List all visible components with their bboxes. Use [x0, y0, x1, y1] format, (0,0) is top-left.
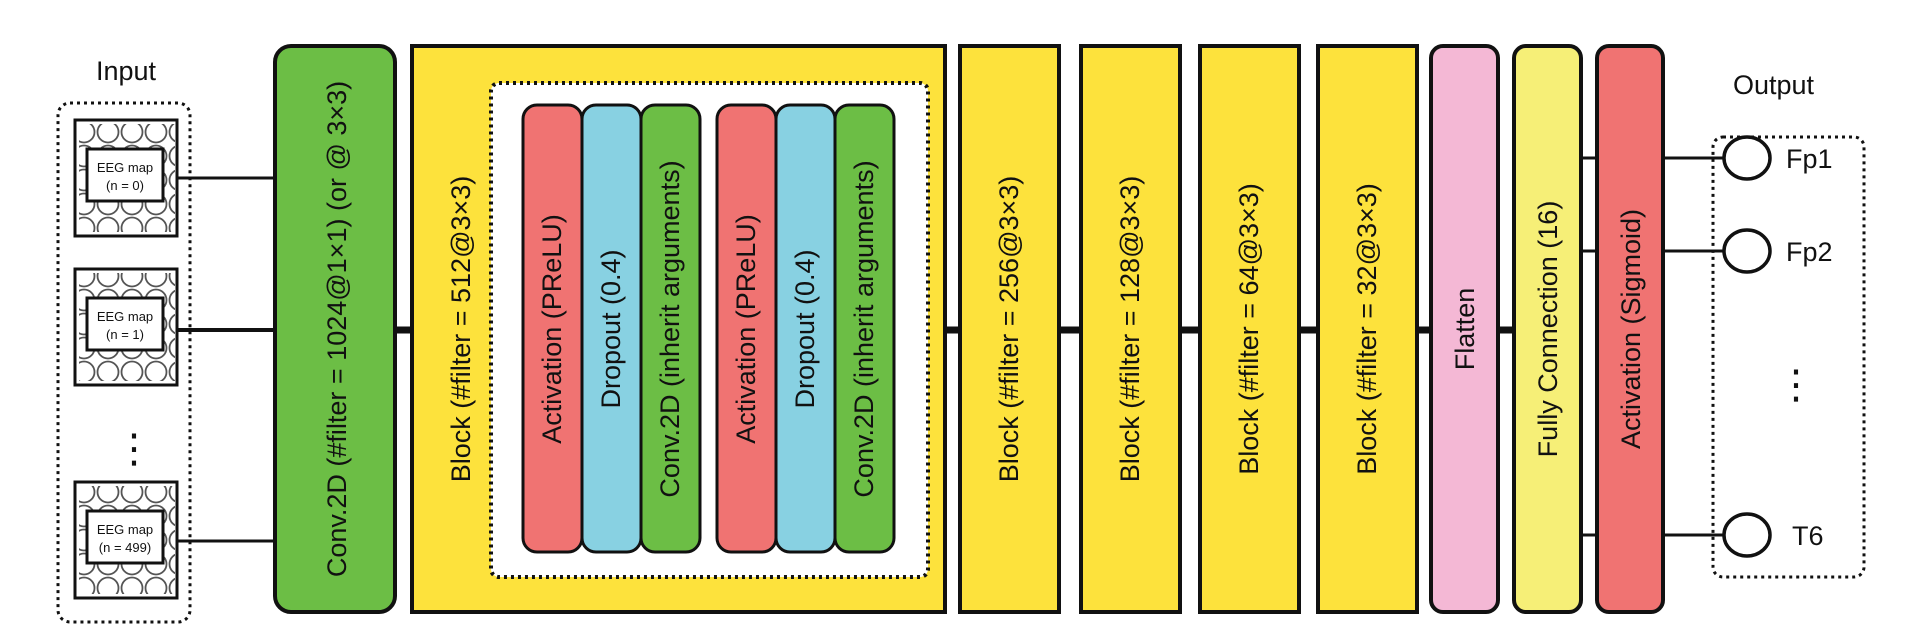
eeg-map-index: (n = 0) — [106, 178, 144, 193]
block-layer-label: Block (#filter = 256@3×3) — [994, 176, 1024, 483]
output-node-label: Fp2 — [1786, 237, 1833, 267]
output-heading: Output — [1733, 70, 1815, 100]
output-group-box — [1711, 135, 1866, 579]
output-node-circle-icon — [1722, 135, 1772, 181]
eeg-map-index: (n = 499) — [99, 540, 151, 555]
eeg-map-label: EEG map — [97, 160, 153, 175]
block-512-label: Block (#filter = 512@3×3) — [446, 176, 476, 483]
input-heading: Input — [96, 56, 157, 86]
block-layer — [1198, 44, 1301, 614]
output-ellipsis: ⋮ — [1776, 363, 1816, 407]
inner-activation-label: Activation (PReLU) — [537, 214, 567, 444]
eeg-map-label-box — [85, 296, 165, 352]
flatten-label: Flatten — [1450, 288, 1480, 371]
sigmoid-activation-label: Activation (Sigmoid) — [1616, 209, 1646, 449]
block-layer — [1079, 44, 1182, 614]
block-layer-label: Block (#filter = 128@3×3) — [1115, 176, 1145, 483]
input-ellipsis: ⋮ — [114, 427, 154, 471]
inner-conv-label: Conv.2D (inherit arguments) — [655, 160, 685, 497]
inner-conv-layer — [639, 103, 702, 554]
inner-activation-label: Activation (PReLU) — [731, 214, 761, 444]
fully-connection-label: Fully Connection (16) — [1533, 201, 1563, 458]
output-node-circle-icon — [1722, 228, 1772, 274]
eeg-map-label: EEG map — [97, 309, 153, 324]
eeg-map-tile: EEG map (n = 1) — [73, 267, 179, 387]
inner-conv-layer — [833, 103, 896, 554]
fully-connection-layer — [1512, 44, 1583, 614]
eeg-map-label-box — [85, 147, 165, 203]
eeg-map-index: (n = 1) — [106, 327, 144, 342]
block-layer — [958, 44, 1061, 614]
input-group-box — [56, 101, 192, 624]
output-node-circle-icon — [1722, 512, 1772, 558]
inner-conv-label: Conv.2D (inherit arguments) — [849, 160, 879, 497]
block-layer — [1316, 44, 1419, 614]
output-node-label: T6 — [1792, 521, 1824, 551]
output-node-label: Fp1 — [1786, 144, 1833, 174]
block-layer-label: Block (#filter = 64@3×3) — [1234, 183, 1264, 475]
sigmoid-activation-layer — [1595, 44, 1665, 614]
conv2d-first-label: Conv.2D (#filter = 1024@1×1) (or @ 3×3) — [322, 81, 352, 577]
eeg-map-tile: EEG map (n = 0) — [73, 118, 179, 238]
eeg-map-label-box — [85, 509, 165, 565]
block-layer-label: Block (#filter = 32@3×3) — [1352, 183, 1382, 475]
eeg-map-label: EEG map — [97, 522, 153, 537]
inner-dropout-label: Dropout (0.4) — [790, 249, 820, 408]
conv2d-first-layer — [273, 44, 397, 614]
inner-dropout-label: Dropout (0.4) — [596, 249, 626, 408]
eeg-map-tile: EEG map (n = 499) — [73, 480, 179, 600]
